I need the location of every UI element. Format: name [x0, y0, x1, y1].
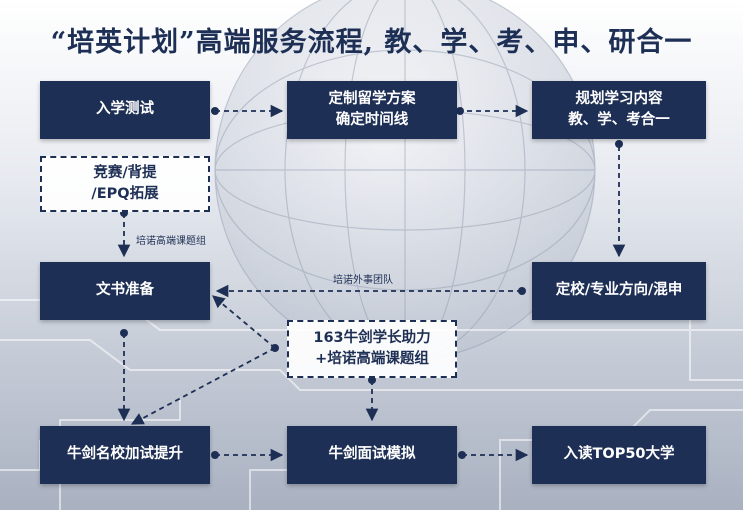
step-competition: 竞赛/背提 /EPQ拓展	[40, 156, 210, 212]
step-documents: 文书准备	[40, 262, 210, 320]
connector-dot	[518, 287, 526, 295]
step-school-choice: 定校/专业方向/混申	[532, 262, 706, 320]
connector-mentor-to-oxbridge-test	[130, 347, 276, 425]
step-mentor-line2: +培诺高端课题组	[315, 351, 429, 367]
label-external-team: 培诺外事团队	[333, 275, 393, 286]
step-oxbridge-test-label: 牛剑名校加试提升	[67, 446, 183, 463]
connector-dot	[456, 107, 464, 115]
step-school-choice-label: 定校/专业方向/混申	[555, 282, 683, 299]
step-documents-label: 文书准备	[96, 282, 154, 299]
connector-dot	[615, 140, 623, 148]
step-admission: 入读TOP50大学	[532, 426, 706, 484]
step-competition-line1: 竞赛/背提	[93, 164, 157, 181]
label-research-group: 培诺高端课题组	[136, 236, 206, 247]
connector-dot	[211, 451, 219, 459]
step-study-plan-line1: 规划学习内容	[575, 90, 663, 107]
page-title: “培英计划”高端服务流程, 教、学、考、申、研合一	[50, 27, 693, 58]
connector-dot	[271, 344, 279, 352]
step-entrance-test-label: 入学测试	[96, 101, 154, 118]
step-study-plan-line2: 教、学、考合一	[568, 112, 670, 128]
connector-mentor-to-documents	[212, 295, 276, 349]
step-competition-line2: /EPQ拓展	[91, 186, 159, 202]
step-admission-label: 入读TOP50大学	[563, 446, 675, 463]
step-custom-plan: 定制留学方案 确定时间线	[287, 81, 457, 139]
connector-dot	[458, 451, 466, 459]
step-mentor-support: 163牛剑学长助力 +培诺高端课题组	[287, 320, 457, 378]
step-oxbridge-interview-label: 牛剑面试模拟	[328, 446, 416, 463]
step-oxbridge-test: 牛剑名校加试提升	[40, 426, 210, 484]
step-study-plan: 规划学习内容 教、学、考合一	[532, 81, 706, 139]
step-oxbridge-interview: 牛剑面试模拟	[287, 426, 457, 484]
step-entrance-test: 入学测试	[40, 81, 210, 139]
connector-dot	[211, 107, 219, 115]
connector-dot	[120, 329, 128, 337]
connector-dot	[368, 376, 376, 384]
step-custom-plan-line1: 定制留学方案	[328, 90, 416, 107]
step-custom-plan-line2: 确定时间线	[335, 112, 409, 128]
step-mentor-line1: 163牛剑学长助力	[313, 329, 431, 346]
